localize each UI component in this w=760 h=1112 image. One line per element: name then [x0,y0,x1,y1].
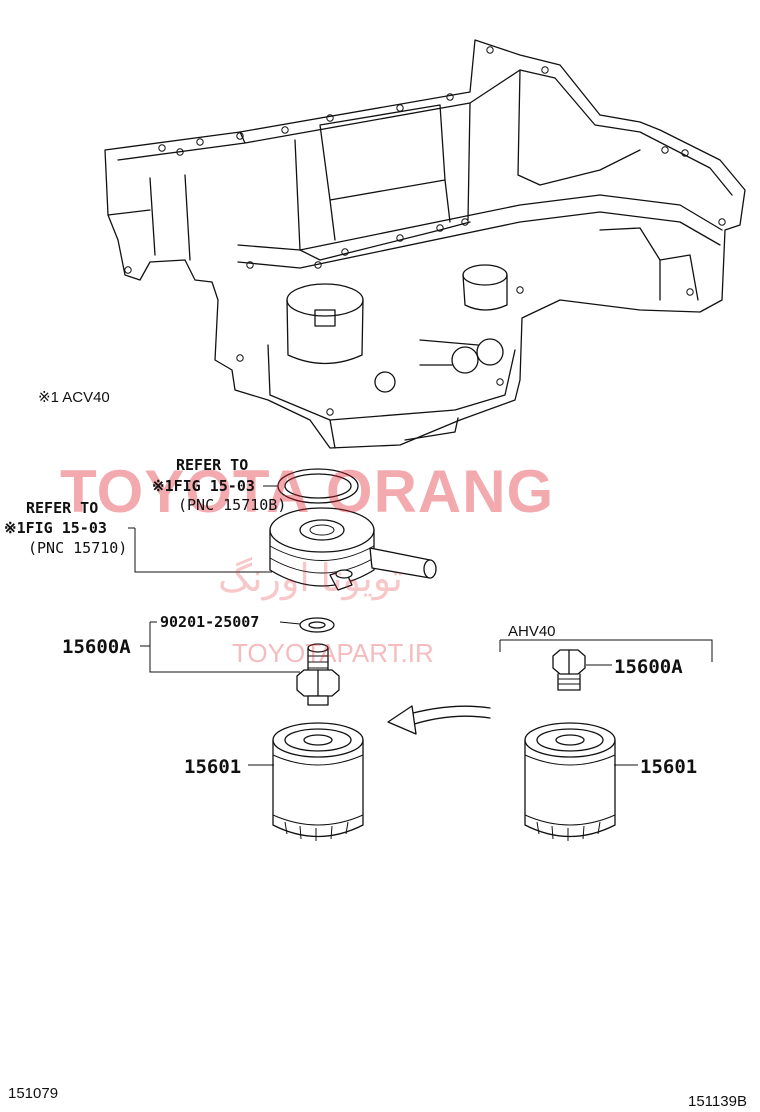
oil-filter-right-drawing [524,722,616,841]
footer-right-code: 151139B [688,1093,747,1110]
oil-cooler-drawing [269,507,437,591]
callout-ring-line2[interactable]: ※1FIG 15-03 [152,477,255,495]
callout-ring-line1: REFER TO [176,456,249,474]
o-ring-drawing [277,468,359,504]
curved-arrow [387,705,491,735]
oil-filter-left-drawing [272,722,364,841]
part-union-bolt-left-label[interactable]: 15600A [62,636,131,658]
part-union-bolt-right-label[interactable]: 15600A [614,656,683,678]
oil-pan-drawing [104,39,746,449]
leader-lines [128,485,713,766]
part-filter-right-label[interactable]: 15601 [640,756,698,778]
footer-left-code: 151079 [8,1085,59,1102]
part-filter-left-label[interactable]: 15601 [184,756,242,778]
callout-ring-line3: (PNC 15710B) [178,496,287,514]
callout-cooler-line3: (PNC 15710) [28,539,128,557]
union-bolt-right-drawing [552,649,586,691]
part-gasket-label[interactable]: 90201-25007 [160,613,260,631]
union-bolt-left-drawing [296,643,340,706]
callout-cooler-line2[interactable]: ※1FIG 15-03 [4,519,107,537]
note-acv40: ※1 ACV40 [38,389,110,406]
gasket-drawing [299,617,335,633]
callout-cooler-line1: REFER TO [26,499,99,517]
note-ahv40: AHV40 [508,623,556,640]
